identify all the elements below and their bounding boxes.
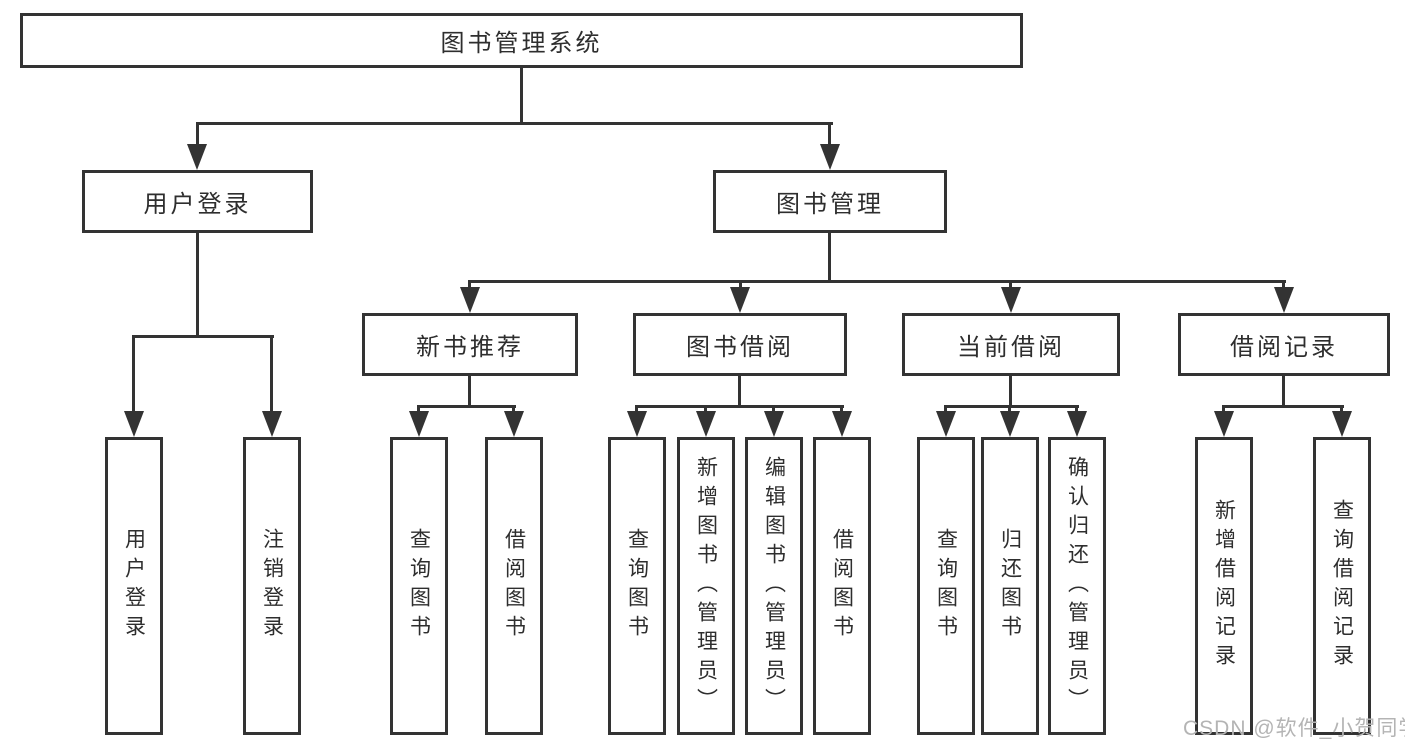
arrowhead bbox=[627, 411, 647, 437]
arrowhead bbox=[1332, 411, 1352, 437]
leaf-current-query-books: 查询图书 bbox=[917, 437, 975, 735]
leaf-current-return-books: 归还图书 bbox=[981, 437, 1039, 735]
connector-line bbox=[132, 335, 274, 338]
arrowhead bbox=[1274, 287, 1294, 313]
connector-line bbox=[196, 233, 199, 337]
connector-line bbox=[196, 125, 199, 148]
connector-line bbox=[1075, 408, 1078, 413]
arrowhead bbox=[409, 411, 429, 437]
connector-line bbox=[772, 408, 775, 413]
leaf-current-confirm-return-admin: 确认归还（管理员） bbox=[1048, 437, 1106, 735]
connector-line bbox=[132, 338, 135, 413]
connector-line bbox=[468, 283, 471, 290]
node-new-book: 新书推荐 bbox=[362, 313, 578, 376]
connector-line bbox=[1222, 408, 1225, 413]
node-borrow-record: 借阅记录 bbox=[1178, 313, 1390, 376]
arrowhead bbox=[696, 411, 716, 437]
node-book-mgmt: 图书管理 bbox=[713, 170, 947, 233]
node-current-borrow: 当前借阅 bbox=[902, 313, 1120, 376]
connector-line bbox=[417, 405, 516, 408]
connector-line bbox=[828, 233, 831, 283]
connector-line bbox=[468, 280, 1286, 283]
arrowhead bbox=[124, 411, 144, 437]
connector-line bbox=[944, 408, 947, 413]
leaf-borrow-borrow-books: 借阅图书 bbox=[813, 437, 871, 735]
connector-line bbox=[738, 376, 741, 408]
connector-line bbox=[635, 408, 638, 413]
node-user-login: 用户登录 bbox=[82, 170, 313, 233]
connector-line bbox=[1282, 283, 1285, 290]
node-book-borrow: 图书借阅 bbox=[633, 313, 847, 376]
connector-line bbox=[520, 68, 523, 125]
leaf-newbook-borrow-books: 借阅图书 bbox=[485, 437, 543, 735]
connector-line bbox=[635, 405, 844, 408]
node-root: 图书管理系统 bbox=[20, 13, 1023, 68]
leaf-logout: 注销登录 bbox=[243, 437, 301, 735]
arrowhead bbox=[1067, 411, 1087, 437]
arrowhead bbox=[730, 287, 750, 313]
connector-line bbox=[196, 122, 833, 125]
arrowhead bbox=[187, 144, 207, 170]
arrowhead bbox=[936, 411, 956, 437]
connector-line bbox=[1282, 376, 1285, 408]
leaf-borrow-query-books: 查询图书 bbox=[608, 437, 666, 735]
connector-line bbox=[1009, 376, 1012, 408]
connector-line bbox=[468, 376, 471, 408]
connector-line bbox=[270, 338, 273, 413]
arrowhead bbox=[504, 411, 524, 437]
leaf-newbook-query-books: 查询图书 bbox=[390, 437, 448, 735]
connector-line bbox=[704, 408, 707, 413]
arrowhead bbox=[1000, 411, 1020, 437]
arrowhead bbox=[460, 287, 480, 313]
arrowhead bbox=[764, 411, 784, 437]
leaf-borrow-add-books-admin: 新增图书（管理员） bbox=[677, 437, 735, 735]
connector-line bbox=[1222, 405, 1344, 408]
leaf-borrow-edit-books-admin: 编辑图书（管理员） bbox=[745, 437, 803, 735]
connector-line bbox=[828, 125, 831, 148]
connector-line bbox=[512, 408, 515, 413]
arrowhead bbox=[832, 411, 852, 437]
connector-line bbox=[840, 408, 843, 413]
connector-line bbox=[739, 283, 742, 290]
arrowhead bbox=[820, 144, 840, 170]
connector-line bbox=[1340, 408, 1343, 413]
connector-line bbox=[944, 405, 1079, 408]
arrowhead bbox=[1001, 287, 1021, 313]
arrowhead bbox=[262, 411, 282, 437]
arrowhead bbox=[1214, 411, 1234, 437]
leaf-user-login: 用户登录 bbox=[105, 437, 163, 735]
connector-line bbox=[1009, 283, 1012, 290]
watermark: CSDN @软件_小贺同学 bbox=[1183, 717, 1405, 740]
connector-line bbox=[417, 408, 420, 413]
leaf-record-query: 查询借阅记录 bbox=[1313, 437, 1371, 735]
leaf-record-add: 新增借阅记录 bbox=[1195, 437, 1253, 735]
connector-line bbox=[1008, 408, 1011, 413]
